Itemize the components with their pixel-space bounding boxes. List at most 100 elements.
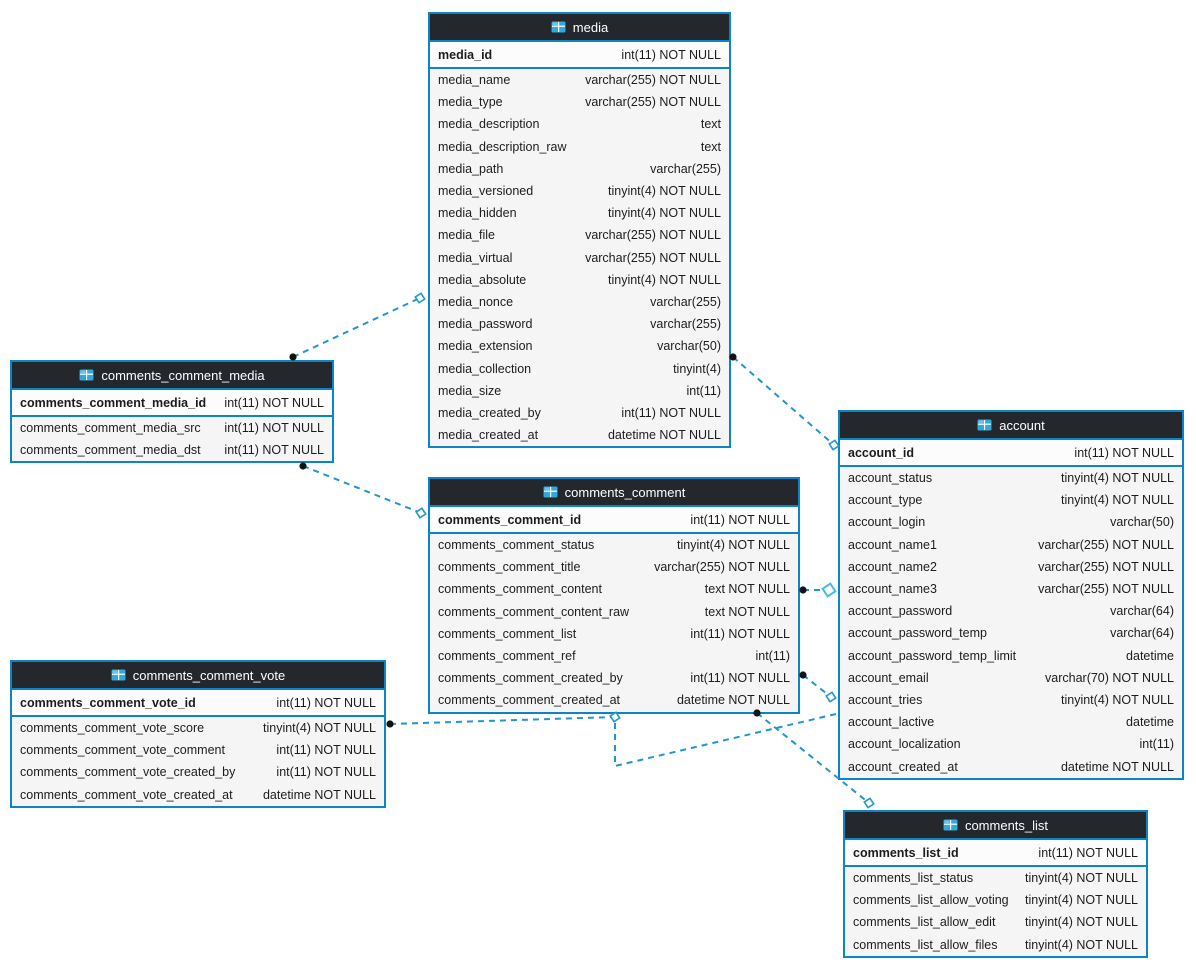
column-type: varchar(255) NOT NULL [585,228,721,243]
column-type: int(11) NOT NULL [224,443,324,458]
column-type: varchar(255) [650,317,721,332]
column-name: account_tries [848,692,923,707]
column-type: tinyint(4) NOT NULL [263,721,376,736]
table-header[interactable]: comments_comment [430,479,798,507]
column-type: text [700,117,721,132]
column-type: tinyint(4) NOT NULL [1025,893,1138,908]
column-name: media_description_raw [438,139,567,154]
rel-comments_comment_created_by-account[interactable] [799,671,837,703]
rel-comments_comment_vote-comments_comment[interactable] [386,711,621,728]
table-header[interactable]: comments_list [845,812,1146,840]
rel-comments_comment_vote-account[interactable] [614,713,837,768]
column-name: comments_comment_created_at [438,693,621,708]
column-type: datetime NOT NULL [607,428,721,443]
rel-comments_comment_media-comments_comment[interactable] [299,462,427,519]
rel-comments_comment_media-media[interactable] [289,292,426,361]
column-type: text NOT NULL [704,604,790,619]
column-row[interactable]: media_description text [430,113,729,136]
column-name: comments_comment_title [438,560,581,575]
column-name: comments_comment_vote_created_at [20,787,233,802]
column-type: text NOT NULL [704,582,790,597]
table-icon [79,369,94,381]
table-title: account [999,417,1045,433]
column-type: tinyint(4) NOT NULL [1061,493,1174,508]
column-name: media_password [438,317,533,332]
table-header[interactable]: media [430,14,729,42]
column-type: datetime [1126,648,1174,663]
table-header[interactable]: comments_comment_media [12,362,332,390]
table-icon [977,419,992,431]
column-row[interactable]: media_password varchar(255) [430,313,729,336]
table-header[interactable]: account [840,412,1182,440]
column-name: media_description [438,117,540,132]
column-name: comments_list_allow_edit [853,915,996,930]
column-name: account_name3 [848,582,937,597]
table-header[interactable]: comments_comment_vote [12,662,384,690]
column-type: tinyint(4) NOT NULL [1061,471,1174,486]
table-icon [943,819,958,831]
rel-comments_comment-account[interactable] [799,582,837,598]
column-type: int(11) NOT NULL [276,743,376,758]
rel-media-account[interactable] [729,353,840,451]
